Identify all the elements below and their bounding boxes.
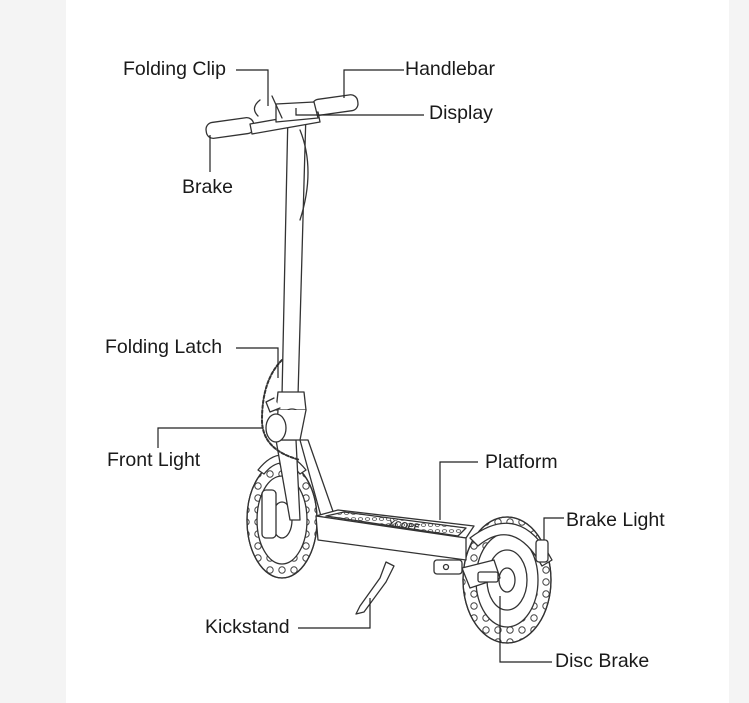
leader-kickstand — [298, 598, 371, 629]
leader-lines — [157, 69, 564, 663]
label-folding-clip: Folding Clip — [123, 58, 226, 80]
brake-light-drawing — [535, 539, 549, 563]
leader-platform — [439, 461, 478, 520]
leader-folding-clip — [236, 69, 269, 106]
disc-brake-drawing — [461, 559, 501, 589]
deck — [315, 509, 475, 575]
leader-folding-latch — [236, 347, 279, 378]
leader-brake-light — [543, 517, 564, 540]
label-brake: Brake — [182, 176, 233, 198]
label-brake-light: Brake Light — [566, 509, 665, 531]
deck-logo: XCOPE — [387, 518, 422, 533]
label-platform: Platform — [485, 451, 558, 473]
label-display: Display — [429, 102, 493, 124]
leader-handlebar — [343, 69, 404, 98]
leader-disc-brake — [499, 596, 552, 663]
label-folding-latch: Folding Latch — [105, 336, 223, 358]
leader-display — [295, 108, 424, 116]
label-kickstand: Kickstand — [205, 616, 290, 638]
kickstand-drawing — [355, 561, 395, 615]
rear-fender — [469, 522, 553, 567]
front-wheel — [246, 461, 318, 579]
handlebar-assembly — [205, 94, 359, 140]
stem — [281, 111, 307, 397]
folding-mechanism — [265, 391, 337, 521]
leader-front-light — [157, 427, 262, 448]
label-disc-brake: Disc Brake — [555, 650, 650, 672]
diagram-canvas — [66, 0, 729, 703]
brake-cable — [299, 129, 309, 221]
label-front-light: Front Light — [107, 449, 201, 471]
label-handlebar: Handlebar — [405, 58, 495, 80]
